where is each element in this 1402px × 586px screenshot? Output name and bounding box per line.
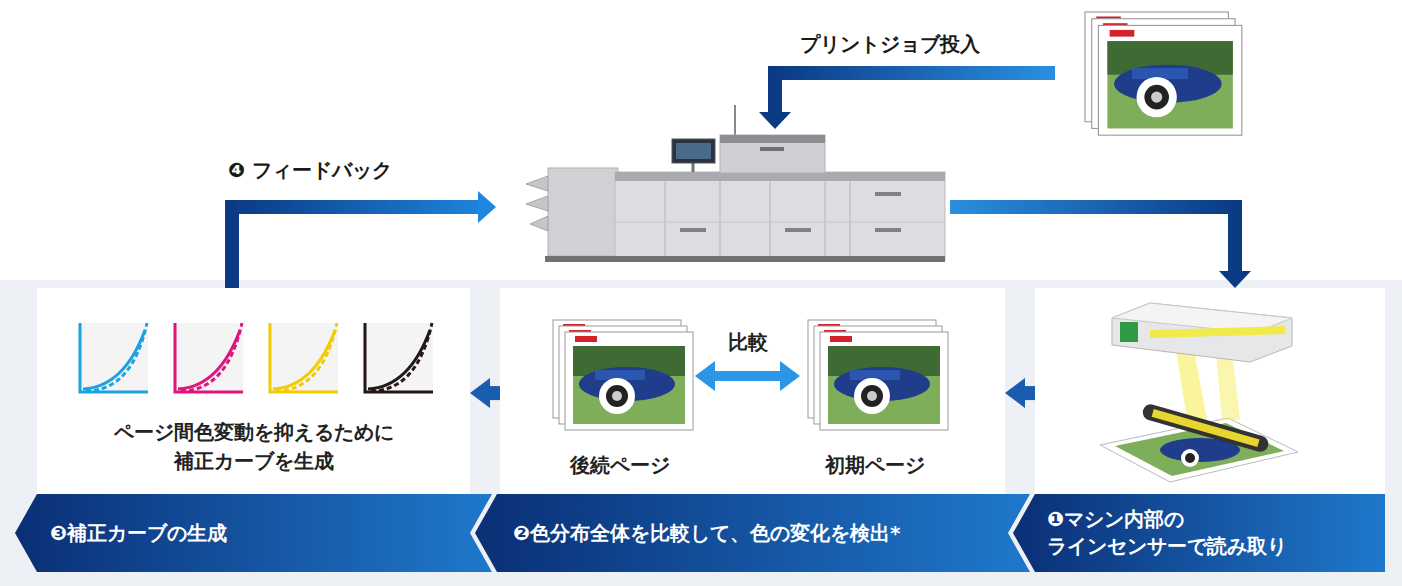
printer-illustration — [615, 172, 945, 260]
edge-label: 比較 — [728, 328, 768, 356]
line-sensor-illustration — [1112, 303, 1292, 362]
correction-curve-chart — [368, 330, 430, 389]
correction-curve-chart — [268, 323, 338, 393]
text-slot: ❷色分布全体を比較して、色の変化を検出* — [513, 494, 998, 572]
correction-curve-chart — [363, 323, 433, 393]
correction-curve-chart — [83, 330, 145, 389]
compare-arrow — [715, 371, 780, 381]
correction-curve-chart — [80, 323, 148, 392]
flow-label: プリントジョブ投入 — [800, 30, 980, 58]
flow-arrow — [950, 207, 1235, 271]
text-slot: 後続ページ — [545, 450, 695, 480]
printer-illustration — [526, 105, 945, 262]
step-panel-ground — [37, 288, 1385, 494]
print-job-stack — [1098, 25, 1241, 135]
step-title: ❷色分布全体を比較して、色の変化を検出* — [513, 520, 900, 547]
line-sensor-illustration — [1150, 326, 1285, 338]
printer-illustration — [530, 216, 548, 231]
step-panel-ground — [500, 288, 1005, 494]
line-sensor-illustration — [1120, 322, 1138, 342]
printer-illustration — [545, 256, 945, 262]
page-stack: 初期ページ — [800, 315, 950, 480]
step-panel-ground — [37, 288, 470, 494]
flow-arrow — [1025, 386, 1035, 400]
printer-illustration — [548, 168, 618, 256]
printer-illustration — [875, 192, 901, 196]
flow-arrow — [478, 191, 496, 223]
printer-illustration — [734, 105, 736, 136]
text-slot: ページ間色変動を抑えるために 補正カーブを生成 — [37, 416, 470, 478]
step-panel-ground — [1035, 288, 1385, 494]
step-description: ページ間色変動を抑えるために 補正カーブを生成 — [37, 418, 470, 476]
step-banner — [475, 494, 1030, 572]
step-title: ❸補正カーブの生成 — [50, 520, 227, 547]
page-caption: 後続ページ — [570, 451, 670, 479]
printer-illustration — [526, 176, 548, 191]
printer-illustration — [615, 222, 945, 223]
page-stack-illustration — [565, 332, 693, 430]
correction-curve-chart — [273, 330, 335, 389]
printer-illustration — [680, 228, 706, 232]
line-sensor-illustration — [1185, 453, 1195, 463]
correction-curve-chart — [173, 323, 243, 393]
correction-curve-chart — [178, 330, 240, 389]
printer-illustration — [770, 181, 771, 256]
page-stack-illustration — [553, 320, 948, 430]
printer-illustration — [850, 181, 851, 256]
correction-curve-chart — [78, 323, 433, 393]
line-sensor-illustration — [1100, 303, 1298, 482]
correction-curve-chart — [86, 323, 147, 391]
correction-curve-chart — [175, 323, 243, 392]
print-job-stack — [1085, 12, 1242, 135]
correction-curve-chart — [270, 323, 338, 392]
text-slot: 初期ページ — [800, 450, 950, 480]
printer-illustration — [875, 228, 901, 232]
flow-arrow — [1219, 271, 1251, 288]
correction-curve-chart — [371, 323, 432, 391]
printer-illustration — [665, 181, 666, 256]
text-slot: ❶マシン内部の ラインセンサーで読み取り — [1047, 494, 1377, 572]
lower-ground — [0, 280, 1402, 586]
printer-illustration — [720, 181, 721, 256]
correction-curve-chart — [181, 323, 242, 391]
correction-curve-chart — [365, 323, 433, 392]
printer-illustration — [825, 181, 826, 256]
text-slot: ❸補正カーブの生成 — [50, 494, 460, 572]
printer-illustration — [672, 139, 715, 163]
flow-label: ❹ フィードバック — [228, 156, 392, 184]
line-sensor-illustration — [1152, 409, 1260, 447]
printer-illustration — [720, 135, 825, 173]
step-banner — [15, 494, 1385, 572]
step-title: ❶マシン内部の ラインセンサーで読み取り — [1047, 506, 1377, 560]
line-sensor-illustration — [1181, 449, 1199, 467]
step-banner — [1013, 494, 1385, 572]
correction-curve-chart — [276, 323, 337, 391]
flow-arrow — [775, 73, 1055, 112]
correction-curve-chart — [78, 323, 148, 393]
flow-arrow — [232, 207, 478, 288]
printer-illustration — [676, 143, 711, 159]
step-panel: ❶マシン内部の ラインセンサーで読み取り — [1035, 288, 1385, 572]
page-caption: 初期ページ — [825, 451, 925, 479]
line-sensor-illustration — [1141, 402, 1270, 453]
printer-illustration — [760, 147, 784, 151]
printer-illustration — [526, 196, 548, 211]
printer-illustration — [720, 135, 825, 143]
flow-arrow — [490, 386, 500, 400]
printer-illustration — [785, 228, 811, 232]
page-stack: 後続ページ — [545, 315, 695, 480]
page-stack-illustration — [820, 332, 948, 430]
step-panel: ❸補正カーブの生成 ページ間色変動を抑えるために 補正カーブを生成 — [37, 288, 470, 572]
step-banner — [15, 494, 492, 572]
flow-arrow — [759, 112, 791, 129]
line-sensor-illustration — [1141, 402, 1270, 453]
